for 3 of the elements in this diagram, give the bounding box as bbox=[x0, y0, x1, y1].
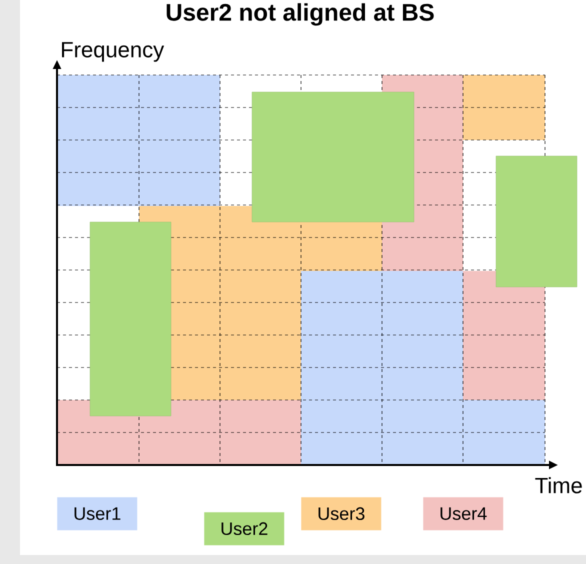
axis-label: Time bbox=[535, 477, 582, 494]
title: User2 not aligned at BS bbox=[166, 3, 434, 26]
axis-label: Frequency bbox=[62, 42, 164, 62]
